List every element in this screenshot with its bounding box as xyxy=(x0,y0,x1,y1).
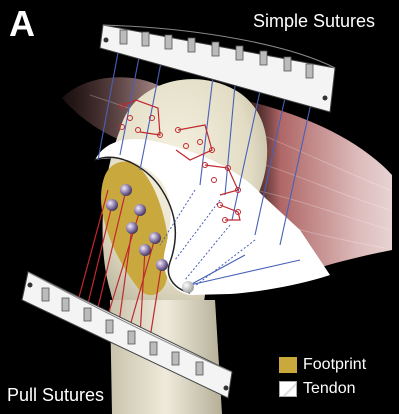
lateral-knot xyxy=(182,281,194,293)
legend-label: Tendon xyxy=(303,380,356,398)
anchor xyxy=(126,222,138,234)
simple-sutures-label: Simple Sutures xyxy=(253,10,375,32)
footprint-swatch xyxy=(279,357,297,373)
anchor xyxy=(156,259,168,271)
pull-sutures-label: Pull Sutures xyxy=(7,384,104,406)
panel-label: A xyxy=(9,6,35,42)
anchor xyxy=(120,184,132,196)
tendon-swatch xyxy=(279,381,297,397)
legend-item-footprint: Footprint xyxy=(279,354,395,376)
anchor xyxy=(139,244,151,256)
anchor xyxy=(106,199,118,211)
legend-item-tendon: Tendon xyxy=(279,378,395,400)
anchor xyxy=(149,232,161,244)
legend: Footprint Tendon xyxy=(279,354,395,402)
anchor xyxy=(134,204,146,216)
legend-label: Footprint xyxy=(303,356,366,374)
